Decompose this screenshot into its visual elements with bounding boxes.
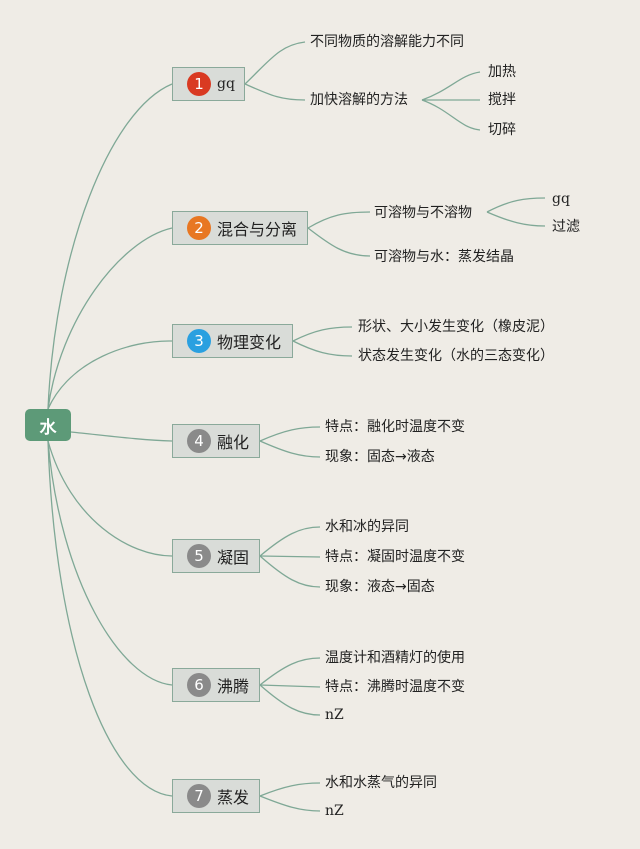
leaf-node: 加快溶解的方法 bbox=[310, 92, 408, 108]
sub-leaf-node: gq bbox=[552, 191, 570, 207]
leaf-node: 特点：沸腾时温度不变 bbox=[325, 679, 465, 695]
sub-leaf-node: 加热 bbox=[488, 64, 516, 80]
root-node[interactable]: 水 bbox=[25, 409, 71, 441]
branch-label: 物理变化 bbox=[217, 333, 282, 352]
branch-node-6[interactable]: 6 沸腾 bbox=[172, 668, 260, 702]
leaf-node: 形状、大小发生变化（橡皮泥） bbox=[358, 319, 554, 335]
leaf-node: nZ bbox=[325, 803, 344, 819]
branch-node-3[interactable]: 3 物理变化 bbox=[172, 324, 293, 358]
number-badge: 2 bbox=[187, 216, 211, 240]
leaf-node: 可溶物与水：蒸发结晶 bbox=[374, 249, 514, 265]
branch-label: 沸腾 bbox=[217, 677, 250, 696]
leaf-node: 现象：固态→液态 bbox=[325, 449, 435, 465]
branch-label: 蒸发 bbox=[217, 788, 250, 807]
branch-node-7[interactable]: 7 蒸发 bbox=[172, 779, 260, 813]
number-badge: 6 bbox=[187, 673, 211, 697]
leaf-node: nZ bbox=[325, 707, 344, 723]
number-badge: 4 bbox=[187, 429, 211, 453]
leaf-node: 温度计和酒精灯的使用 bbox=[325, 650, 465, 666]
number-badge: 3 bbox=[187, 329, 211, 353]
branch-label: 凝固 bbox=[217, 548, 250, 567]
number-badge: 5 bbox=[187, 544, 211, 568]
branch-node-1[interactable]: 1 gq bbox=[172, 67, 245, 101]
branch-node-4[interactable]: 4 融化 bbox=[172, 424, 260, 458]
branch-label: gq bbox=[217, 76, 235, 92]
branch-label: 融化 bbox=[217, 433, 250, 452]
branch-node-5[interactable]: 5 凝固 bbox=[172, 539, 260, 573]
sub-leaf-node: 过滤 bbox=[552, 219, 580, 235]
leaf-node: 特点：融化时温度不变 bbox=[325, 419, 465, 435]
leaf-node: 水和冰的异同 bbox=[325, 519, 409, 535]
number-badge: 1 bbox=[187, 72, 211, 96]
sub-leaf-node: 搅拌 bbox=[488, 92, 516, 108]
branch-node-2[interactable]: 2 混合与分离 bbox=[172, 211, 308, 245]
number-badge: 7 bbox=[187, 784, 211, 808]
leaf-node: 特点：凝固时温度不变 bbox=[325, 549, 465, 565]
sub-leaf-node: 切碎 bbox=[488, 122, 516, 138]
leaf-node: 水和水蒸气的异同 bbox=[325, 775, 437, 791]
leaf-node: 状态发生变化（水的三态变化） bbox=[358, 348, 554, 364]
leaf-node: 可溶物与不溶物 bbox=[374, 205, 472, 221]
branch-label: 混合与分离 bbox=[217, 220, 298, 239]
leaf-node: 现象：液态→固态 bbox=[325, 579, 435, 595]
leaf-node: 不同物质的溶解能力不同 bbox=[310, 34, 464, 50]
